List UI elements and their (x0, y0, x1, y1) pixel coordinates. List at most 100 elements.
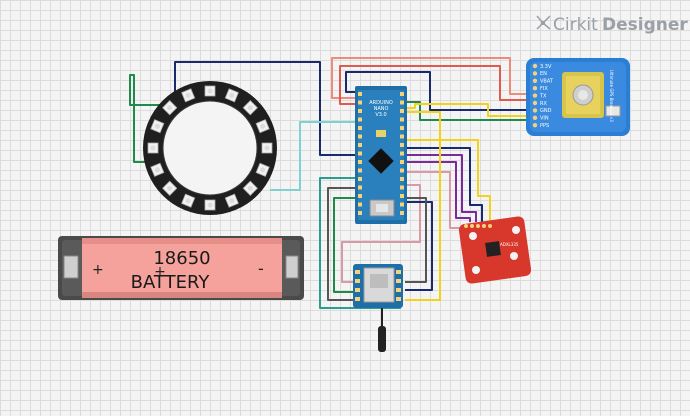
esp-pin[interactable] (355, 270, 360, 274)
nano-pin[interactable] (358, 100, 362, 105)
gps-pin[interactable] (532, 108, 538, 113)
battery-label-18650: 18650 (153, 248, 210, 269)
nano-pin[interactable] (400, 202, 404, 207)
nano-pin[interactable] (358, 126, 362, 130)
nano-pin[interactable] (358, 160, 362, 164)
gps-pin[interactable] (532, 63, 538, 69)
neopixel-led (242, 100, 258, 116)
antenna[interactable] (378, 326, 386, 352)
gps-pin[interactable] (532, 78, 538, 84)
esp-pin[interactable] (396, 270, 401, 274)
wire-ring-power[interactable] (174, 61, 358, 156)
wire-nano-accel-yellow[interactable] (405, 139, 491, 222)
gps-pin-label: TX (539, 93, 547, 99)
gps-pin[interactable] (532, 115, 538, 121)
gps-pin-label: RX (540, 101, 547, 107)
neopixel-led (150, 119, 165, 134)
nano-pin[interactable] (358, 211, 362, 215)
nano-pin[interactable] (358, 151, 362, 156)
nano-version: V3.0 (375, 112, 386, 118)
accel-pin[interactable] (464, 224, 468, 228)
nano-pin[interactable] (358, 185, 362, 190)
wire-nano-accel-purple[interactable] (405, 154, 477, 222)
gps-pin[interactable] (532, 93, 538, 98)
wire-nano-gps-yellow[interactable] (405, 103, 531, 117)
nano-pin[interactable] (400, 211, 404, 215)
nano-pin[interactable] (400, 151, 404, 156)
nano-pin[interactable] (358, 134, 362, 139)
nano-pin[interactable] (400, 100, 404, 105)
gps-pin[interactable] (532, 86, 538, 91)
neopixel-led (181, 88, 196, 103)
nano-pin[interactable] (400, 109, 404, 113)
nano-pin[interactable] (358, 202, 362, 207)
neopixel-led (162, 180, 178, 196)
wire-nano-gps-red[interactable] (331, 57, 531, 99)
gps-pin[interactable] (532, 71, 538, 76)
wire-nano-esp-green[interactable] (333, 197, 358, 293)
arduino-nano[interactable]: ARDUINO NANO V3.0 (355, 86, 407, 224)
wire-ring-gnd[interactable] (129, 74, 160, 163)
wire-nano-esp-gray[interactable] (327, 187, 358, 301)
wire-nano-esp-gray2[interactable] (405, 197, 427, 283)
neopixel-led (255, 162, 270, 177)
accel-pin[interactable] (488, 224, 492, 228)
wire-nano-gps-salmon[interactable] (339, 65, 531, 105)
wire-nano-gps-navy[interactable] (345, 71, 531, 111)
gps-pin[interactable] (532, 123, 538, 128)
nano-pin[interactable] (358, 194, 362, 198)
esp-module[interactable] (353, 264, 403, 308)
nano-pin[interactable] (358, 168, 362, 173)
neopixel-led (204, 85, 216, 97)
wire-nano-accel-pink[interactable] (405, 171, 464, 229)
nano-pin[interactable] (400, 143, 404, 147)
accel-label: ADXL335 (500, 242, 519, 247)
gps-pin-label: GND (540, 108, 552, 114)
neopixel-led (150, 162, 165, 177)
gps-pin[interactable] (532, 100, 538, 106)
nano-pin[interactable] (400, 194, 404, 198)
wire-ring-data[interactable] (270, 121, 358, 191)
nano-pin[interactable] (400, 168, 404, 173)
neopixel-led (147, 142, 159, 154)
accel-pin[interactable] (470, 224, 474, 228)
esp-pin[interactable] (355, 297, 360, 301)
nano-pin[interactable] (358, 143, 362, 147)
nano-pin[interactable] (358, 117, 362, 122)
neopixel-led (255, 119, 270, 134)
esp-pin[interactable] (396, 279, 401, 283)
wire-nano-esp-navy[interactable] (405, 201, 433, 291)
wire-nano-accel-navy[interactable] (405, 147, 483, 222)
gps-label: Ultimate GPS Breakout v3 (609, 70, 614, 122)
esp-pin[interactable] (396, 288, 401, 292)
nano-pin[interactable] (400, 185, 404, 190)
esp-pin[interactable] (355, 279, 360, 283)
nano-pin[interactable] (358, 109, 362, 113)
nano-pin[interactable] (400, 134, 404, 139)
nano-pin[interactable] (400, 117, 404, 122)
esp-pin[interactable] (355, 288, 360, 292)
accel-pin[interactable] (476, 224, 480, 228)
nano-model: NANO (374, 106, 389, 112)
neopixel-led (204, 199, 216, 211)
neopixel-ring[interactable] (143, 81, 277, 215)
accel-pin[interactable] (482, 224, 486, 228)
nano-pin[interactable] (400, 160, 404, 164)
accelerometer-board[interactable]: ADXL335 (458, 216, 532, 285)
neopixel-led (242, 180, 258, 196)
nano-pin[interactable] (358, 92, 362, 96)
battery-holder[interactable]: + - 18650 BATTERY + (58, 236, 304, 300)
nano-pin[interactable] (400, 126, 404, 130)
gps-pin-label: VBAT (540, 79, 554, 85)
nano-pin[interactable] (400, 177, 404, 181)
battery-label-battery: BATTERY (131, 272, 211, 293)
nano-pin[interactable] (358, 177, 362, 181)
gps-pin-label: PPS (540, 123, 549, 129)
nano-pin[interactable] (400, 92, 404, 96)
battery-center-plus: + (154, 264, 166, 280)
wire-nano-esp-yellow[interactable] (405, 111, 441, 301)
wire-nano-esp-pink[interactable] (341, 184, 421, 283)
esp-pin[interactable] (396, 297, 401, 301)
